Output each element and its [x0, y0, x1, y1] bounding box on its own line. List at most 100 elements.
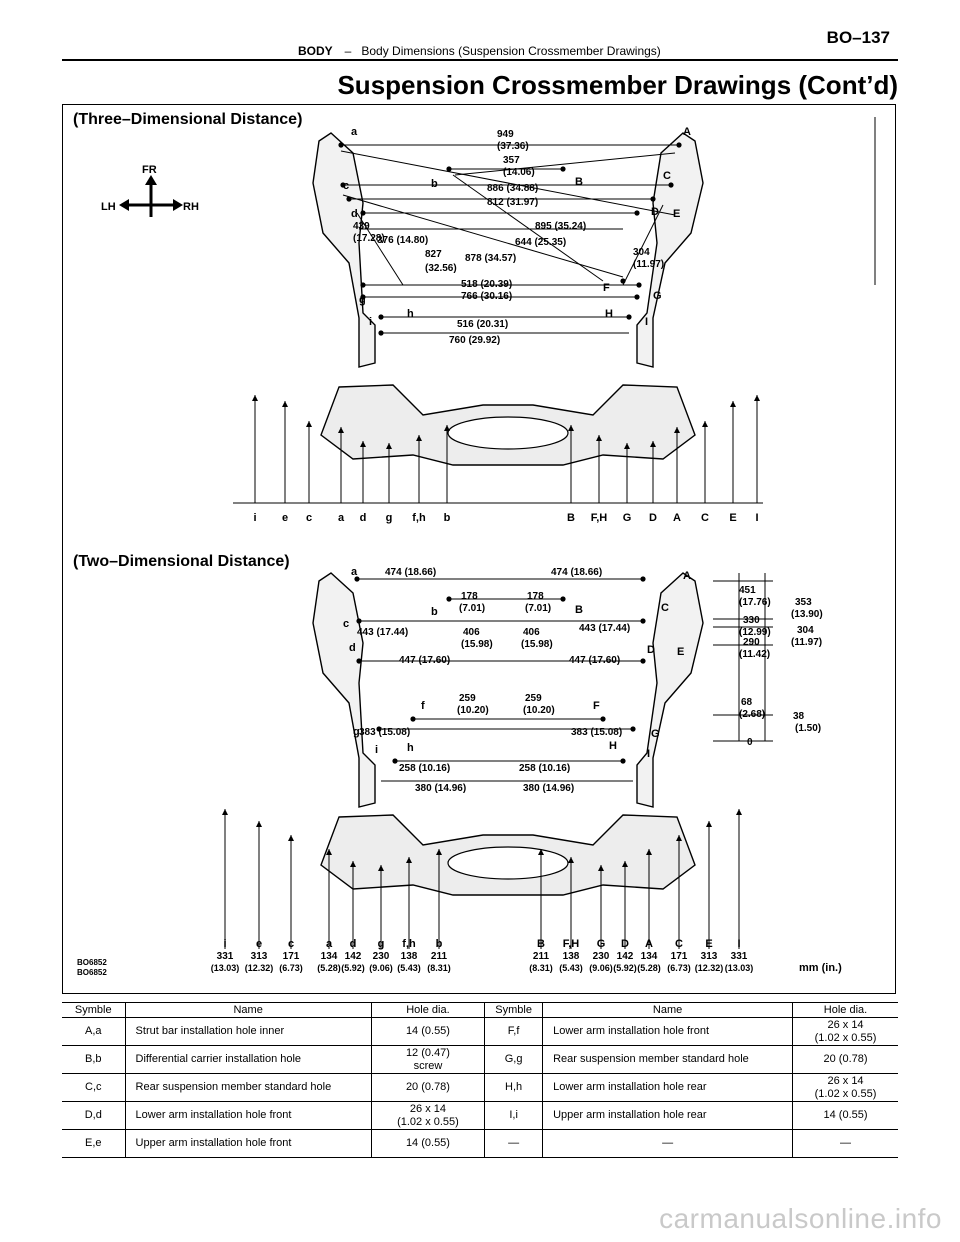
dimension-label: 230 [593, 951, 610, 962]
point-label: d [351, 208, 358, 220]
point-label: D [647, 644, 655, 656]
dimension-label: 331 [731, 951, 748, 962]
point-label: E [729, 512, 736, 524]
arrow-icon [350, 861, 356, 867]
hole-point [676, 142, 682, 148]
table-cell: 20 (0.78) [792, 1045, 898, 1074]
arrow-icon [378, 865, 384, 871]
arrow-icon [676, 835, 682, 841]
dimension-label: (8.31) [529, 963, 553, 973]
table-cell: 26 x 14(1.02 x 0.55) [792, 1017, 898, 1046]
point-label: f,h [402, 938, 416, 950]
arrow-icon [598, 865, 604, 871]
crossmember-right-outline [636, 572, 704, 808]
dimension-line [340, 150, 676, 216]
dimension-label: 258 (10.16) [519, 763, 570, 774]
header-rule [62, 59, 898, 61]
dimension-label: 949 [497, 129, 514, 140]
dimension-label: (5.43) [397, 963, 421, 973]
dimension-label: (13.90) [791, 609, 823, 620]
table-header-cell: Symble [484, 1002, 543, 1018]
arrow-left-icon [119, 199, 129, 211]
point-label: F,H [591, 512, 608, 524]
arrow-icon [736, 809, 742, 815]
crossmember-right-outline [636, 132, 704, 368]
point-label: a [326, 938, 333, 950]
dimension-label: 330 [743, 615, 760, 626]
dimension-label: (5.92) [341, 963, 365, 973]
dimension-line [356, 212, 404, 286]
dimension-label: 474 (18.66) [551, 567, 602, 578]
unit-label: mm (in.) [799, 962, 842, 974]
table-cell: — [792, 1129, 898, 1158]
point-label: g [386, 512, 393, 524]
arrow-icon [624, 443, 630, 449]
dimension-label: (11.97) [633, 259, 664, 270]
hole-point [378, 314, 384, 320]
table-cell: F,f [484, 1017, 543, 1046]
arrow-icon [702, 421, 708, 427]
point-label: E [677, 646, 684, 658]
point-label: f [421, 700, 425, 712]
dimension-line [452, 174, 604, 282]
crossmember-center-opening [447, 846, 569, 880]
point-label: A [673, 512, 681, 524]
arrow-icon [754, 395, 760, 401]
point-label: h [407, 308, 414, 320]
table-header-cell: Name [124, 1002, 372, 1018]
arrow-icon [338, 427, 344, 433]
dimension-label: (6.73) [667, 963, 691, 973]
arrow-icon [568, 425, 574, 431]
hole-point [392, 758, 398, 764]
figure-code: BO6852 [77, 968, 107, 977]
hole-point [630, 726, 636, 732]
arrow-icon [730, 401, 736, 407]
dimension-label: 134 [321, 951, 338, 962]
arrow-icon [674, 427, 680, 433]
dimension-label: 171 [671, 951, 688, 962]
header-separator: – [344, 44, 352, 58]
table-cell: E,e [62, 1129, 126, 1158]
point-label: f,h [412, 512, 426, 524]
point-label: e [282, 512, 288, 524]
point-label: c [343, 618, 349, 630]
point-label: c [343, 180, 349, 192]
dimension-label: (5.43) [559, 963, 583, 973]
table-cell: C,c [62, 1073, 126, 1102]
point-label: I [755, 512, 758, 524]
arrow-icon [596, 435, 602, 441]
point-label: B [575, 176, 583, 188]
hole-point [410, 716, 416, 722]
dimension-label: 313 [701, 951, 718, 962]
dimension-label: 886 (34.88) [487, 183, 538, 194]
orientation-front-label: FR [142, 164, 157, 176]
point-label: E [705, 938, 712, 950]
dimension-label: (12.32) [695, 963, 724, 973]
hole-point [560, 596, 566, 602]
dimension-label: 211 [431, 951, 448, 962]
table-cell: Lower arm installation hole rear [542, 1073, 793, 1102]
dimension-label: 142 [345, 951, 362, 962]
arrow-up-icon [145, 175, 157, 185]
dimension-label: 447 (17.60) [569, 655, 620, 666]
point-label: C [701, 512, 709, 524]
point-label: a [351, 126, 358, 138]
dimension-label: 766 (30.16) [461, 291, 512, 302]
point-label: C [661, 602, 669, 614]
hole-point [360, 282, 366, 288]
dimension-label: 178 [527, 591, 544, 602]
table-cell: Upper arm installation hole front [124, 1129, 372, 1158]
table-cell: — [484, 1129, 543, 1158]
header-subtitle: Body Dimensions (Suspension Crossmember … [361, 44, 661, 58]
dimension-label: 258 (10.16) [399, 763, 450, 774]
hole-point [360, 210, 366, 216]
point-label: B [575, 604, 583, 616]
hole-point [668, 182, 674, 188]
dimension-label: 357 [503, 155, 520, 166]
dimension-label: 142 [617, 951, 634, 962]
dimension-label: 230 [373, 951, 390, 962]
point-label: i [369, 316, 372, 328]
arrow-icon [436, 849, 442, 855]
